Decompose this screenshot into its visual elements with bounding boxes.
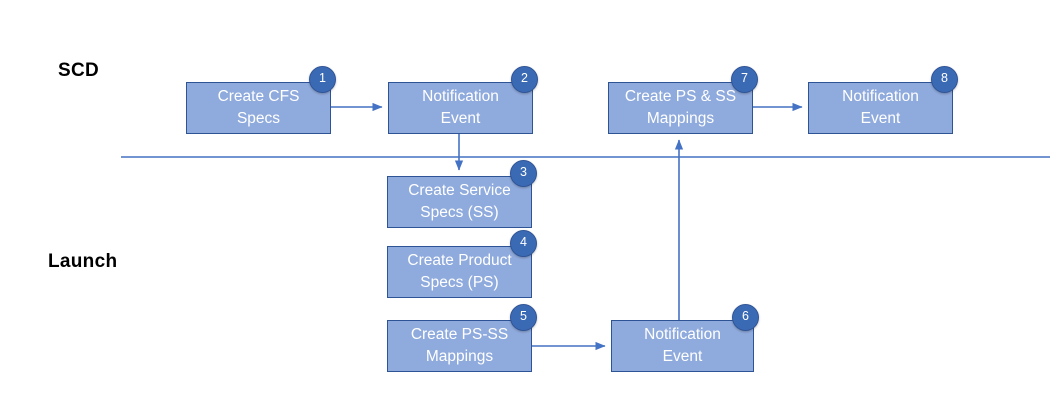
node-label-line: Notification [644,326,721,343]
swimlane-label-launch: Launch [48,251,118,272]
node-label-line: Create Product [407,252,512,269]
step-badge-3[interactable]: 3 [510,160,537,187]
node-label-line: Event [440,110,481,127]
swimlane-label-scd: SCD [58,60,100,81]
step-badge-7[interactable]: 7 [731,66,758,93]
process-node-7[interactable]: Create PS & SS Mappings [608,82,753,134]
node-label-line: Notification [842,88,919,105]
node-label-line: Event [860,110,901,127]
node-label-line: Create PS-SS [410,326,509,343]
node-label-line: Create Service [408,182,511,199]
process-node-1[interactable]: Create CFS Specs [186,82,331,134]
step-badge-4[interactable]: 4 [510,230,537,257]
node-label-line: Create PS & SS [624,88,737,105]
node-label-line: Create CFS [217,88,300,105]
node-label-line: Mappings [646,110,715,127]
node-label-line: Specs (SS) [420,204,499,221]
process-node-5[interactable]: Create PS-SS Mappings [387,320,532,372]
step-badge-8[interactable]: 8 [931,66,958,93]
node-label-line: Mappings [425,348,494,365]
step-badge-5[interactable]: 5 [510,304,537,331]
node-label-line: Notification [422,88,499,105]
step-badge-1[interactable]: 1 [309,66,336,93]
step-badge-6[interactable]: 6 [732,304,759,331]
connectors-group [331,102,803,351]
node-label-line: Specs [236,110,281,127]
node-label-line: Event [662,348,703,365]
node-label-line: Specs (PS) [420,274,499,291]
step-badge-2[interactable]: 2 [511,66,538,93]
